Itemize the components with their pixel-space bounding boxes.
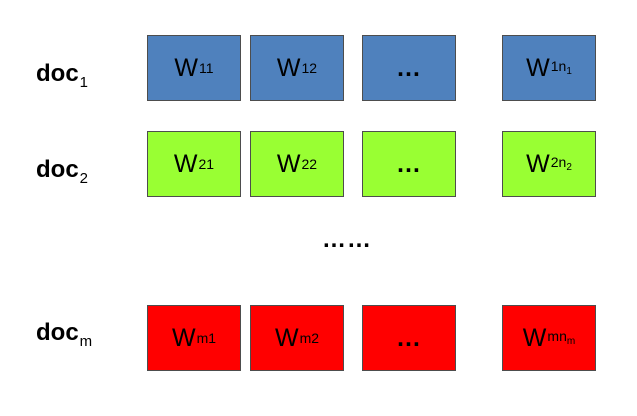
cell-ellipsis: …	[396, 323, 422, 352]
cell-subscript-text: 1n	[550, 58, 567, 74]
cell-main-text: W	[526, 53, 550, 82]
row-label-subscript: 1	[79, 74, 89, 91]
row-label-text: doc	[36, 319, 79, 346]
cell-subscript: 2n2	[551, 155, 572, 173]
row-label-doc-2: doc2	[36, 155, 126, 194]
row-label-doc-1: doc1	[36, 59, 126, 98]
cell-sub-subscript: 2	[566, 162, 572, 173]
row-label-doc-m: docm	[36, 318, 126, 357]
cell-subscript: 22	[301, 156, 318, 172]
cell-main-text: W	[174, 53, 199, 82]
cell-ellipsis-row-m: …	[362, 305, 456, 371]
cell-sub-subscript: m	[566, 336, 576, 347]
cell-ellipsis-row-2: …	[362, 131, 456, 197]
cell-ellipsis-row-1: …	[362, 35, 456, 101]
cell-main-text: W	[274, 323, 299, 352]
cell-subscript-text: 2n	[550, 154, 567, 170]
cell-subscript: 21	[198, 156, 215, 172]
cell-ellipsis: …	[396, 53, 422, 82]
row-label-subscript: 2	[79, 170, 89, 187]
row-label-text: doc	[36, 60, 79, 87]
cell-main-text: W	[173, 149, 198, 178]
cell-main-text: W	[276, 53, 301, 82]
cell-ellipsis: …	[396, 149, 422, 178]
row-label-text: doc	[36, 156, 79, 183]
cell-main-text: W	[171, 323, 196, 352]
cell-main-text: W	[526, 149, 550, 178]
cell-subscript: mnm	[547, 329, 575, 347]
cell-subscript: m1	[196, 330, 217, 346]
cell-subscript: m2	[299, 330, 320, 346]
cell-main-text: W	[276, 149, 301, 178]
cell-subscript: 11	[199, 60, 214, 76]
row-label-subscript: m	[79, 333, 93, 350]
cell-sub-subscript: 1	[566, 66, 572, 77]
cell-subscript: 12	[301, 60, 318, 76]
cell-subscript: 1n1	[551, 59, 572, 77]
cell-main-text: W	[522, 323, 547, 352]
row-ellipsis: ……	[322, 226, 372, 253]
cell-subscript-text: mn	[547, 328, 567, 344]
